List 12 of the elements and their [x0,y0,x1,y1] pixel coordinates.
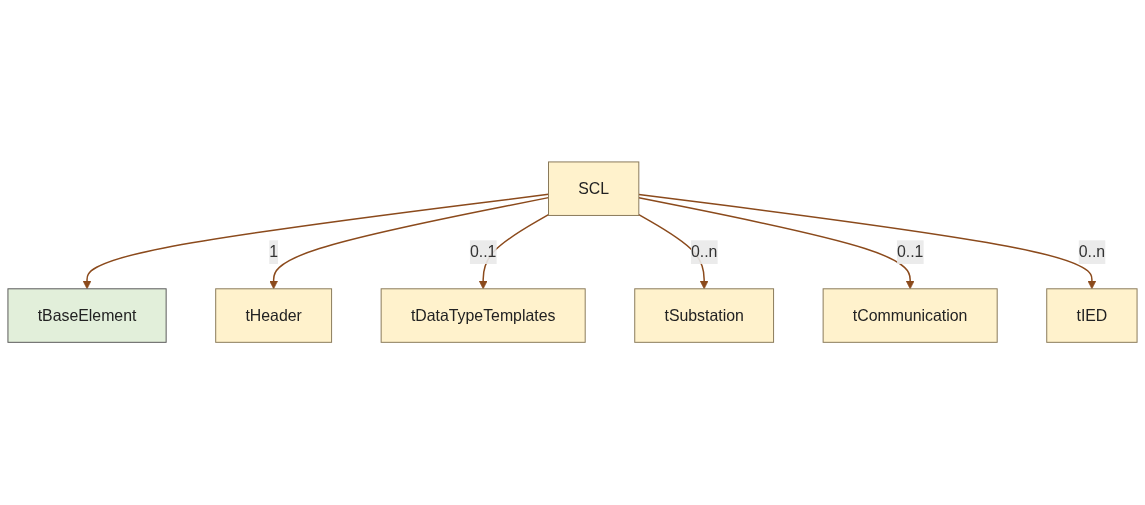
node-box: tSubstation [634,288,775,344]
edge-label: 0..1 [896,243,924,261]
node-box: SCL [548,161,640,217]
edge-label: 0..1 [469,243,497,261]
node-box: tIED [1046,288,1138,344]
node-box: tDataTypeTemplates [380,288,586,344]
node-box: tHeader [215,288,333,344]
edge-label: 0..n [1078,243,1106,261]
edge-label: 0..n [690,243,718,261]
edge-label: 1 [269,243,279,261]
node-box: tBaseElement [7,288,167,344]
node-box: tCommunication [822,288,998,344]
